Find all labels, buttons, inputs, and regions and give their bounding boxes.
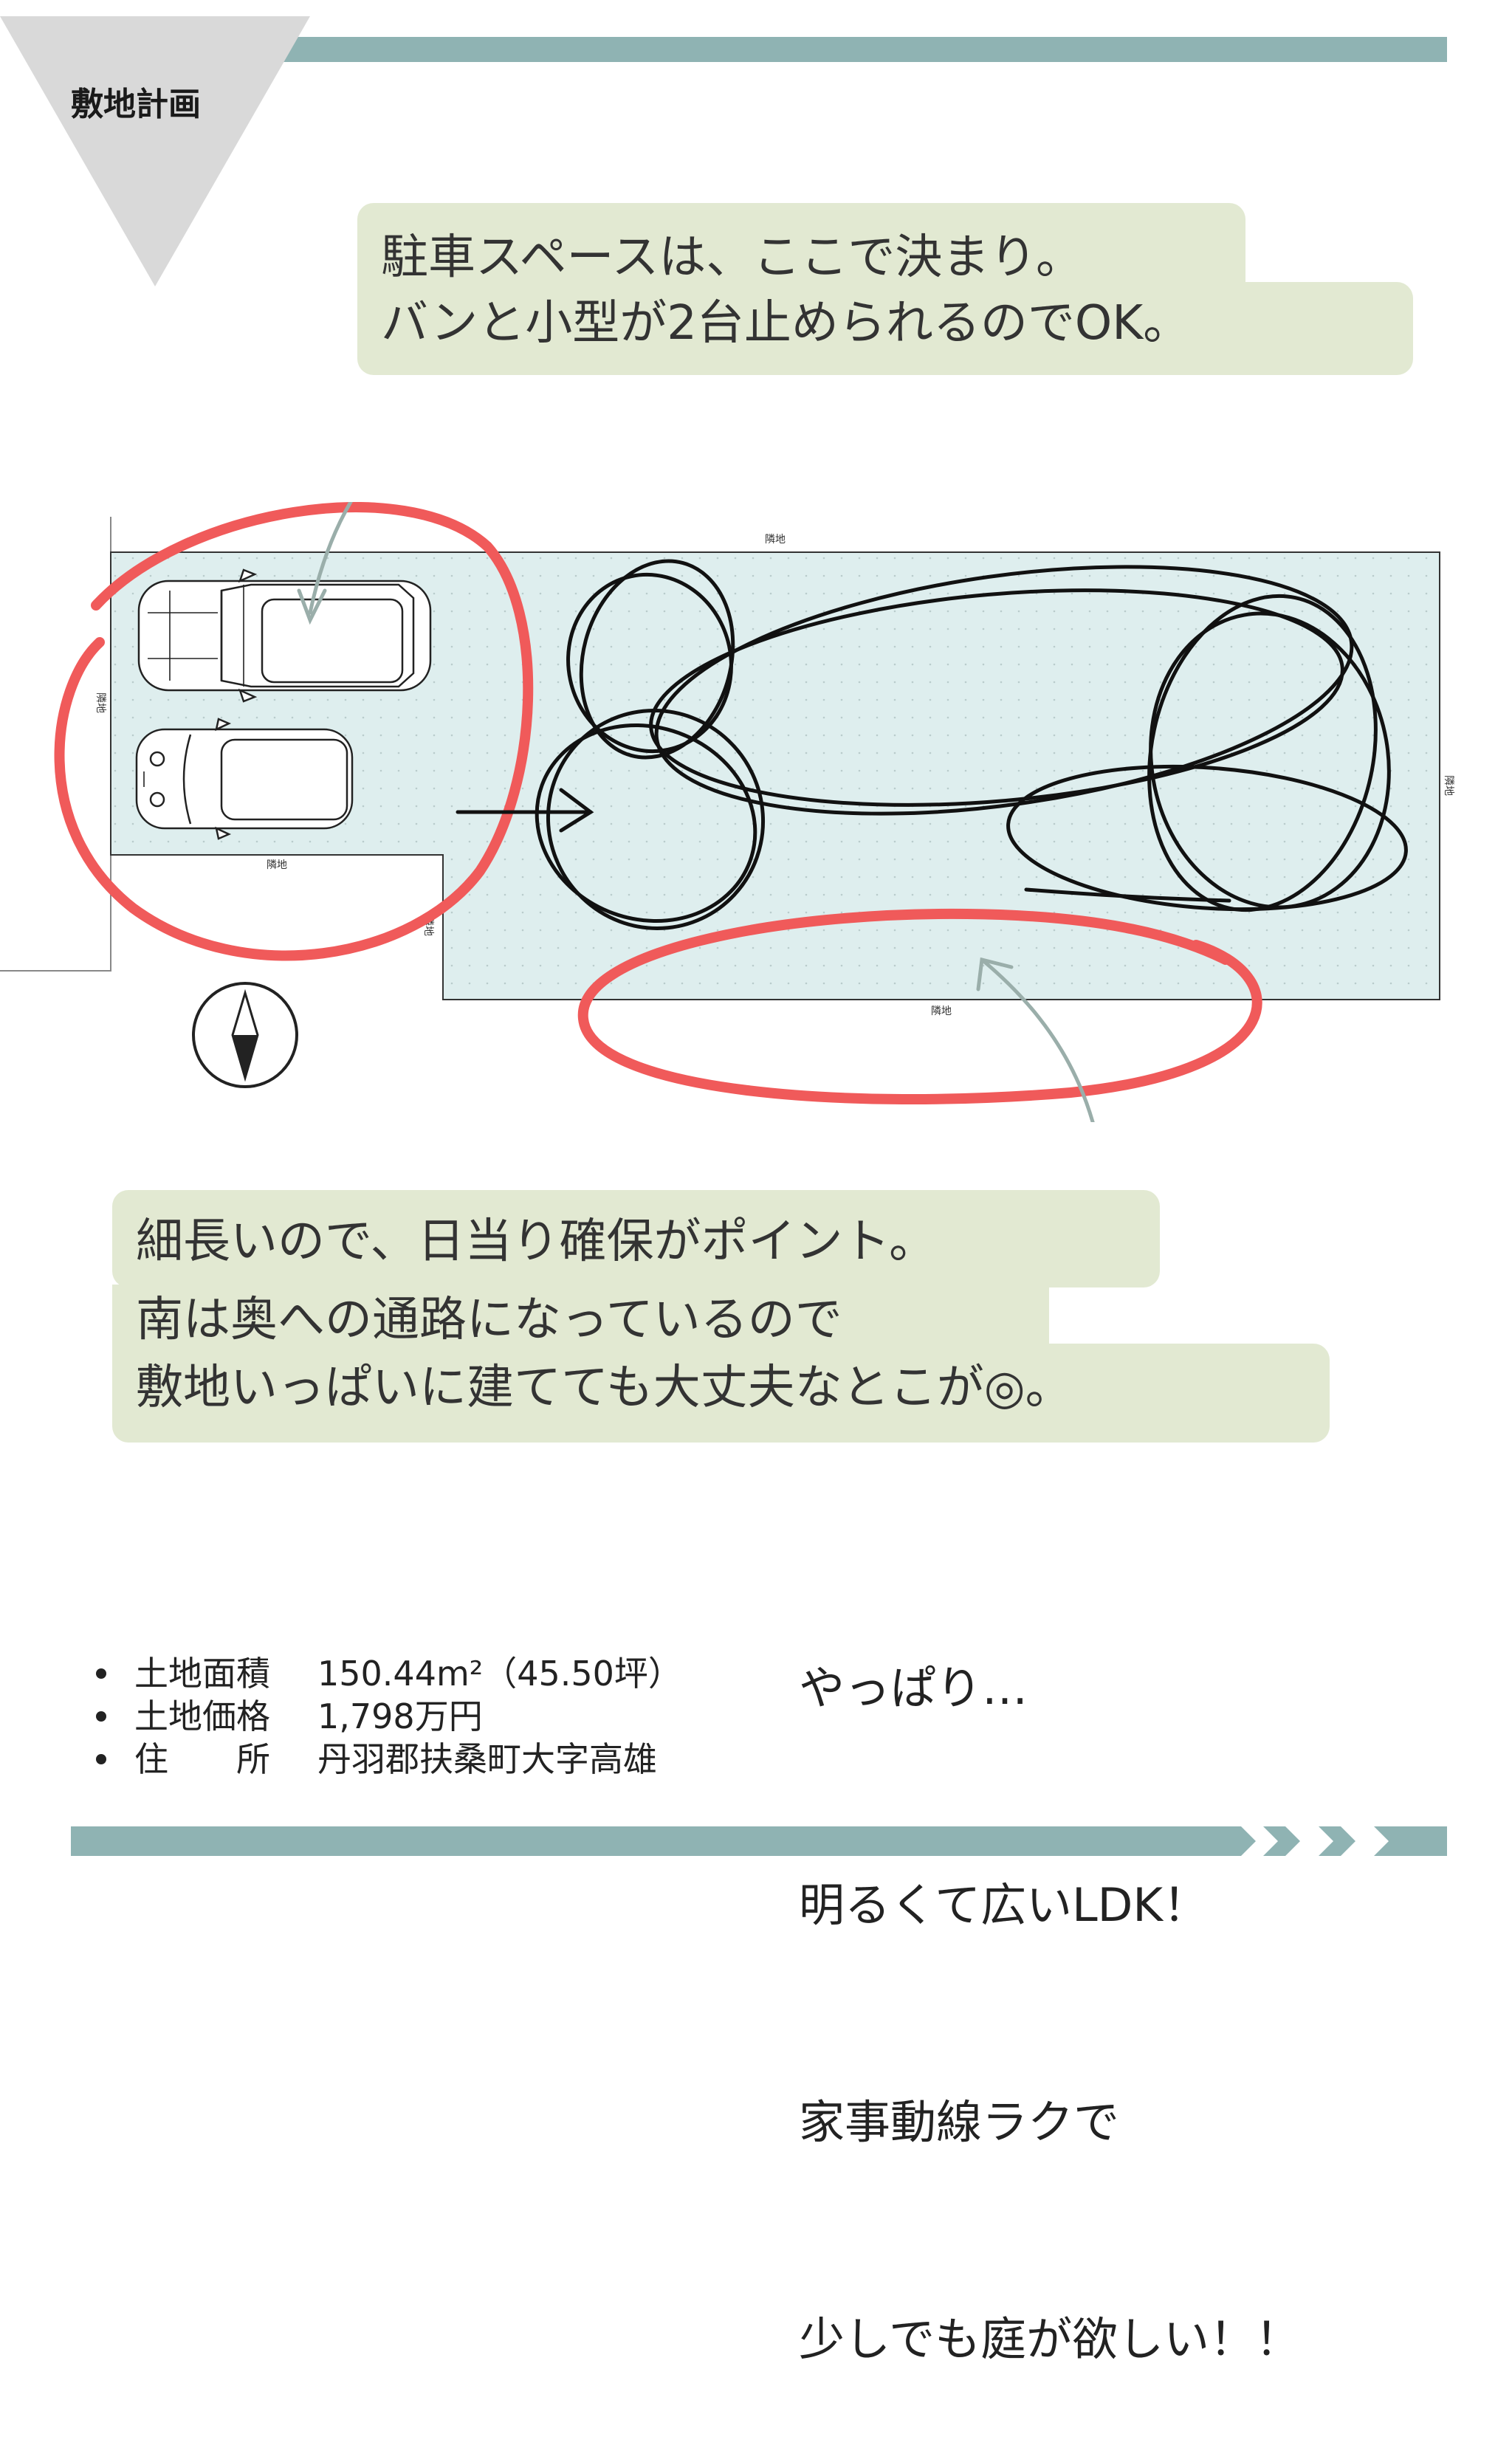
- chevron-icon: [1263, 1826, 1300, 1856]
- header-accent-bar: [71, 37, 1447, 62]
- wish-line-4: 少しでも庭が欲しい！！: [799, 2312, 1302, 2366]
- land-price-value: 1,798万円: [317, 1696, 483, 1736]
- van-icon: [137, 568, 432, 703]
- callout-connector-lines: [297, 502, 1095, 1122]
- parking-callout-line-2: バンと小型が2台止められるのでOK。: [357, 282, 1413, 375]
- bullet-icon: [96, 1711, 106, 1722]
- land-price-label: 土地価格: [134, 1696, 270, 1736]
- sketch-scribbles: [535, 559, 1408, 930]
- site-plan: 隣地 隣地 隣地 隣地 隣地 隣地: [0, 502, 1454, 1122]
- address-item: 住 所 丹羽郡扶桑町大字高雄: [96, 1738, 682, 1781]
- footer-accent-bar: [71, 1826, 1447, 1856]
- sunlight-callout-line-1: 細長いので、日当り確保がポイント。: [112, 1190, 1160, 1287]
- land-area-label: 土地面積: [134, 1654, 270, 1694]
- wish-line-3: 家事動線ラクで: [799, 2095, 1120, 2149]
- wish-line-1: やっぱり…: [799, 1661, 1028, 1715]
- land-area-value: 150.44m²（45.50坪）: [317, 1654, 682, 1694]
- arrow-to-house-icon: [456, 788, 594, 833]
- corner-triangle: [0, 16, 310, 286]
- address-label: 住 所: [134, 1739, 270, 1779]
- bullet-icon: [96, 1754, 106, 1764]
- chevron-icon: [1319, 1826, 1355, 1856]
- neighbor-bottom-label: 隣地: [931, 1005, 952, 1017]
- south-path-highlight-ellipse: [577, 908, 1262, 1104]
- land-price-item: 土地価格 1,798万円: [96, 1695, 682, 1738]
- compact-car-icon: [135, 718, 354, 840]
- wish-line-2: 明るくて広いLDK！: [799, 1878, 1209, 1932]
- site-outline: [0, 517, 1440, 1000]
- neighbor-parking-bottom-label: 隣地: [267, 859, 287, 871]
- neighbor-right-label: 隣地: [1443, 775, 1454, 796]
- neighbor-parking-left-label: 隣地: [94, 692, 106, 713]
- bullet-icon: [96, 1668, 106, 1679]
- section-title: 敷地計画: [71, 86, 201, 123]
- sunlight-callout-line-3: 敷地いっぱいに建てても大丈夫なとこが◎。: [112, 1344, 1330, 1443]
- wish-list: やっぱり… 明るくて広いLDK！ 家事動線ラクで 少しでも庭が欲しい！！: [799, 1507, 1301, 2448]
- north-arrow-icon: [192, 982, 298, 1088]
- land-info-list: 土地面積 150.44m²（45.50坪） 土地価格 1,798万円 住 所 丹…: [96, 1652, 682, 1781]
- address-value: 丹羽郡扶桑町大字高雄: [317, 1739, 657, 1779]
- chevron-icon: [1374, 1826, 1447, 1856]
- neighbor-top-label: 隣地: [765, 534, 786, 546]
- land-area-item: 土地面積 150.44m²（45.50坪）: [96, 1652, 682, 1695]
